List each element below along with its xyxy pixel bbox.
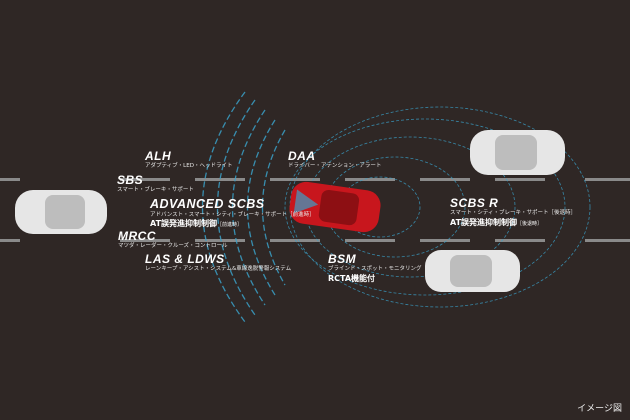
sbs-sub: スマート・ブレーキ・サポート <box>117 187 194 193</box>
ascbs-jp-note: ［前進時］ <box>217 222 243 228</box>
label-mrcc: MRCC マツダ・レーダー・クルーズ・コントロール <box>118 230 228 250</box>
ascbs-jp: AT誤発進抑制制御 <box>150 219 218 228</box>
lane-markings <box>0 178 630 242</box>
sbs-title: SBS <box>117 173 144 187</box>
image-note: イメージ図 <box>577 404 622 414</box>
scbsr-title: SCBS R <box>450 196 499 210</box>
ascbs-title: ADVANCED SCBS <box>150 197 265 211</box>
bsm-jp: RCTA機能付 <box>328 273 376 283</box>
las-title: LAS & LDWS <box>145 252 225 266</box>
ascbs-sub: アドバンスト・スマート・シティ・ブレーキ・サポート［前進時］ <box>150 211 315 218</box>
label-sbs: SBS スマート・ブレーキ・サポート <box>117 174 194 194</box>
las-sub: レーンキープ・アシスト・システム&車線逸脱警報システム <box>145 266 292 272</box>
label-alh: ALH アダプティブ・LED・ヘッドライト <box>145 150 232 170</box>
alh-sub: アダプティブ・LED・ヘッドライト <box>145 163 233 169</box>
scbsr-sub: スマート・シティ・ブレーキ・サポート［後退時］ <box>450 210 577 216</box>
alh-title: ALH <box>145 149 172 163</box>
mrcc-sub: マツダ・レーダー・クルーズ・コントロール <box>118 243 228 249</box>
car-left <box>15 190 107 234</box>
label-bsm: BSM ブラインド・スポット・モニタリング RCTA機能付 <box>328 253 422 283</box>
daa-title: DAA <box>288 149 316 163</box>
bsm-sub: ブラインド・スポット・モニタリング <box>328 266 422 272</box>
car-red-own-vehicle <box>289 181 381 233</box>
label-scbs-r: SCBS R スマート・シティ・ブレーキ・サポート［後退時］ AT誤発進抑制制御… <box>450 197 576 227</box>
scbsr-jp: AT誤発進抑制制御 <box>450 217 518 227</box>
label-daa: DAA ドライバー・アテンション・アラート <box>288 150 381 170</box>
scbsr-jp-note: ［後退時］ <box>517 220 543 227</box>
label-advanced-scbs: ADVANCED SCBS アドバンスト・スマート・シティ・ブレーキ・サポート［… <box>150 198 315 228</box>
car-bottom-right <box>425 250 520 292</box>
label-las-ldws: LAS & LDWS レーンキープ・アシスト・システム&車線逸脱警報システム <box>145 253 291 273</box>
daa-sub: ドライバー・アテンション・アラート <box>288 163 382 169</box>
bsm-title: BSM <box>328 252 357 266</box>
front-sensor-arcs <box>201 91 286 323</box>
car-top-right <box>470 130 565 175</box>
mrcc-title: MRCC <box>118 229 156 243</box>
